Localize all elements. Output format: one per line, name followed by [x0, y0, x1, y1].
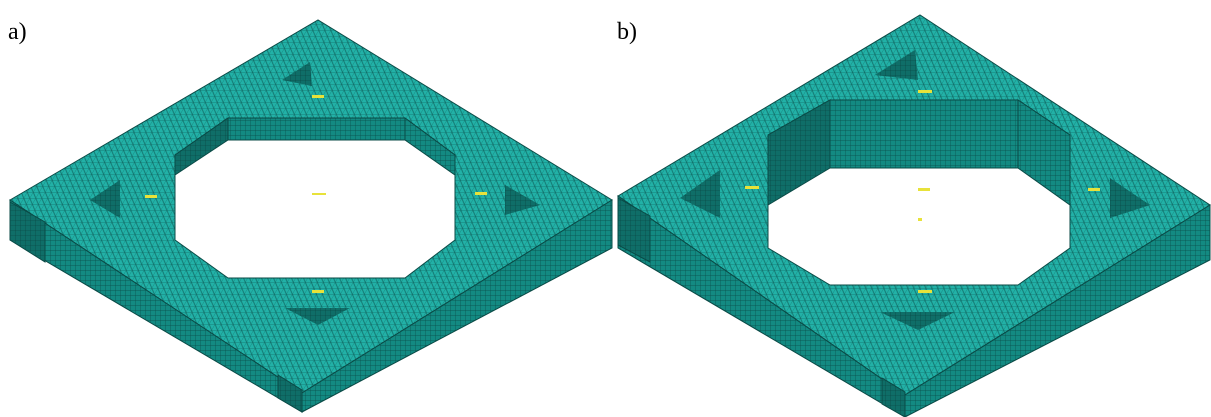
panel-b-mesh: [617, 14, 1211, 417]
panel-a-gusset-left: [90, 180, 120, 218]
panel-b-gusset-top: [875, 50, 918, 80]
panel-b-inner-wall-right: [1017, 99, 1071, 206]
panel-b-label: b): [617, 19, 637, 45]
panel-b-inner-wall-back: [829, 99, 1019, 169]
panel-a-end-opening-left: [9, 201, 46, 263]
panel-a-gusset-top: [282, 62, 312, 86]
panel-b-load-markers: [745, 90, 1100, 293]
panel-a-inner-wall-right: [404, 117, 456, 176]
panel-b-gusset-bottom: [880, 312, 955, 330]
panel-a-inner-wall-back: [227, 117, 406, 141]
panel-b-end-opening-front: [881, 377, 906, 417]
panel-b-inner-wall-left: [767, 99, 831, 206]
panel-a-end-opening-front: [277, 374, 303, 413]
panel-a-label: a): [8, 19, 27, 45]
panel-a-mesh: [9, 19, 613, 413]
panel-a-load-markers: [145, 95, 487, 293]
panel-b-gusset-left: [680, 170, 720, 218]
panel-a-gusset-right: [505, 185, 540, 215]
panel-b-end-opening-left: [617, 197, 651, 263]
panel-a-inner-wall-left: [174, 117, 229, 176]
panel-a-gusset-bottom: [285, 308, 350, 325]
panel-b-gusset-right: [1110, 178, 1150, 218]
